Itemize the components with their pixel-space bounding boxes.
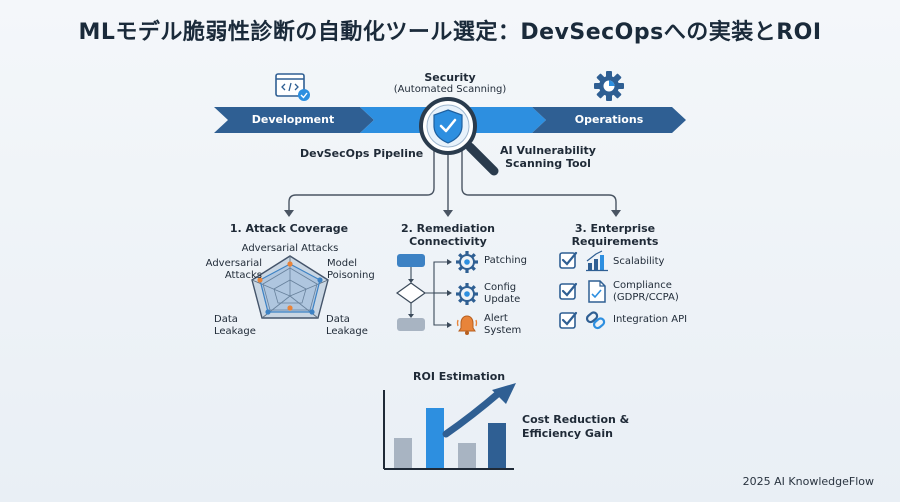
radar-axis-bottom-right-line1: Data [326, 314, 350, 325]
flow-decision-diamond [395, 282, 427, 304]
radar-axis-bottom-left-line2: Leakage [214, 326, 256, 337]
checkbox-icon [559, 282, 578, 300]
tool-label-line2: Scanning Tool [505, 157, 591, 170]
requirement-compliance: Compliance (GDPR/CCPA) [613, 280, 679, 304]
requirement-compliance-line2: (GDPR/CCPA) [613, 292, 679, 303]
section3-heading: 3. Enterprise Requirements [571, 222, 659, 248]
attack-coverage-radar [251, 255, 329, 319]
tool-label-line1: AI Vulnerability [500, 144, 596, 157]
radar-axis-bottom-left-line1: Data [214, 314, 238, 325]
page-title: MLモデル脆弱性診断の自動化ツール選定：DevSecOpsへの実装とROI [78, 20, 822, 45]
radar-axis-right: Model Poisoning [327, 258, 375, 282]
pipeline-label: DevSecOps Pipeline [300, 147, 424, 160]
radar-axis-right-line1: Model [327, 258, 358, 269]
branch-connectors [288, 150, 617, 212]
shield-magnifier-icon [419, 97, 499, 176]
requirement-scalability: Scalability [613, 256, 665, 267]
stage-operations-label: Operations [574, 113, 644, 126]
roi-bar-2 [426, 408, 444, 468]
roi-label-line1: Cost Reduction & [522, 413, 630, 426]
requirement-integration: Integration API [613, 314, 688, 325]
remediation-config-line2: Update [484, 294, 521, 305]
radar-axis-bottom-right-line2: Leakage [326, 326, 368, 337]
bar-chart-icon [586, 250, 608, 272]
remediation-alert-line1: Alert [484, 313, 508, 324]
stage-development-label: Development [251, 113, 335, 126]
roi-bar-3 [458, 443, 476, 468]
remediation-alert-line2: System [484, 325, 522, 336]
roi-bar-1 [394, 438, 412, 468]
roi-label-line2: Efficiency Gain [522, 427, 613, 440]
code-window-icon [275, 73, 310, 101]
radar-axis-left-line2: Attacks [224, 270, 262, 281]
remediation-config-line1: Config [484, 282, 517, 293]
radar-axis-bottom-left: Data Leakage [214, 314, 256, 338]
roi-heading: ROI Estimation [413, 370, 506, 383]
radar-axis-left: Adversarial Attacks [202, 258, 262, 282]
config-gear-icon [456, 283, 478, 305]
roi-trend-arrow [442, 388, 504, 438]
tool-label: AI Vulnerability Scanning Tool [500, 144, 596, 170]
checkbox-icon [559, 251, 578, 269]
flow-end-box [397, 318, 425, 331]
requirements-checklist-icons [559, 250, 608, 330]
roi-chart [383, 383, 516, 470]
link-icon [585, 311, 606, 330]
branch-arrowheads [284, 210, 621, 217]
roi-label: Cost Reduction & Efficiency Gain [522, 413, 629, 441]
radar-axis-right-line2: Poisoning [327, 270, 375, 281]
flow-process-box [397, 254, 425, 267]
stage-security-sub: (Automated Scanning) [393, 84, 507, 95]
remediation-flowchart [395, 254, 452, 331]
gear-icon [594, 71, 624, 101]
document-icon [588, 280, 606, 303]
section1-heading: 1. Attack Coverage [229, 222, 349, 235]
operations-arrow [532, 107, 686, 133]
patching-gear-icon [456, 251, 478, 273]
radar-axis-top: Adversarial Attacks [241, 243, 339, 254]
footer-credit: 2025 AI KnowledgeFlow [742, 475, 874, 488]
checkbox-icon [559, 311, 578, 329]
remediation-config: Config Update [484, 282, 520, 306]
stage-security-label: Security [424, 71, 476, 84]
remediation-alert: Alert System [484, 313, 521, 337]
bell-icon [456, 315, 478, 335]
radar-axis-bottom-right: Data Leakage [326, 314, 368, 338]
remediation-patching: Patching [484, 255, 527, 266]
section2-heading: 2. Remediation Connectivity [401, 222, 495, 248]
radar-axis-left-line1: Adversarial [205, 258, 262, 269]
roi-bar-4 [488, 423, 506, 468]
development-arrow [214, 107, 374, 133]
requirement-compliance-line1: Compliance [613, 280, 672, 291]
roi-trend-arrowhead [492, 383, 516, 404]
